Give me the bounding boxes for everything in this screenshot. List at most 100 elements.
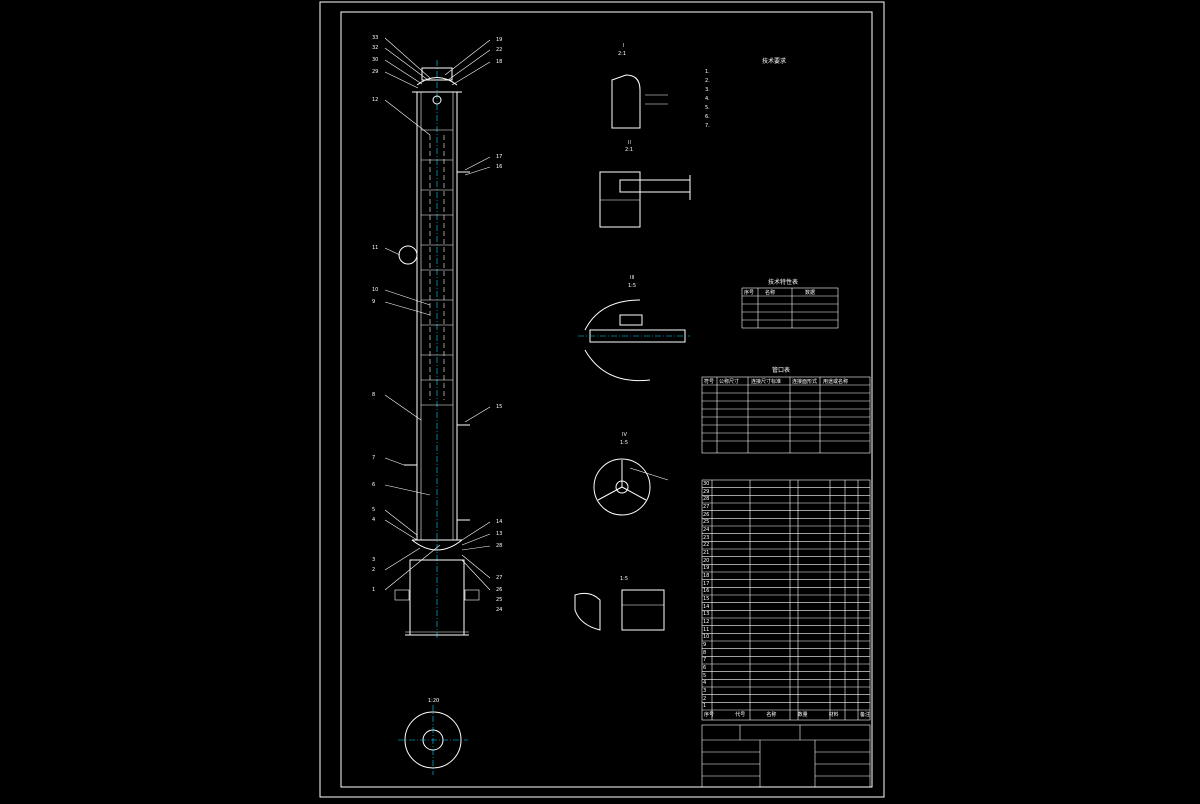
parts-row-number: 10 [703,634,710,641]
balloon-label: 30 [372,57,379,63]
balloon-label: 7 [372,455,376,461]
parts-row-number: 23 [703,534,710,541]
detail-vi-scale: 1:20 [428,698,440,704]
design-data-col-header: 数据 [805,290,816,296]
detail-iii-label: III [630,275,635,281]
balloon-label: 13 [496,531,503,537]
parts-row-number: 6 [703,665,707,672]
parts-row-number: 1 [703,703,707,710]
parts-row-number: 15 [703,596,710,603]
detail-view-vi [398,705,468,775]
parts-row-number: 26 [703,511,710,518]
balloon-label: 28 [496,543,503,549]
nozzle-col-header: 公称尺寸 [719,379,740,385]
nozzle-table-grid [701,376,871,454]
parts-row-number: 14 [703,603,710,610]
parts-footer-cell: 材料 [828,712,839,718]
detail-iv-label: IV [622,432,627,438]
balloon-label: 4 [372,517,376,523]
detail-iv-scale: 1:5 [620,440,629,446]
balloon-label: 6 [372,482,376,488]
detail-view-v [574,589,665,631]
tech-req-item: 1. [705,69,710,75]
detail-view-iii [578,299,690,382]
balloon-label: 27 [496,575,503,581]
tech-req-item: 7. [705,123,710,129]
parts-row-number: 17 [703,580,710,587]
parts-row-number: 30 [703,481,710,487]
parts-row-number: 18 [703,573,710,580]
tech-req-item: 2. [705,78,710,84]
nozzle-table-title: 管口表 [772,367,791,374]
parts-row-number: 19 [703,565,710,572]
balloon-label: 3 [372,557,376,563]
tech-req-item: 5. [705,105,710,111]
detail-iii-scale: 1:5 [628,283,637,289]
nozzle-col-header: 符号 [704,379,715,385]
tower-elevation [394,60,480,640]
nozzle-col-header: 用途或名称 [823,379,849,385]
parts-row-number: 29 [703,488,710,495]
balloon-label: 5 [372,507,376,513]
detail-view-iv [593,458,669,516]
parts-footer-cell: 数量 [797,712,808,718]
balloon-label: 24 [496,607,503,613]
balloon-label: 29 [372,69,379,75]
parts-row-number: 22 [703,542,710,549]
tech-requirements-list: 1. 2. 3. 4. 5. 6. 7. [705,68,865,131]
balloon-label: 8 [372,392,376,398]
balloon-label: 12 [372,97,379,103]
parts-row-number: 11 [703,626,710,633]
parts-list-grid [701,479,871,721]
design-data-table-grid [741,287,839,329]
balloon-label: 9 [372,299,376,305]
detail-i-scale: 2:1 [618,51,627,57]
parts-row-number: 13 [703,611,710,618]
balloon-label: 22 [496,47,503,53]
parts-footer-cell: 序号 [704,712,715,718]
parts-row-number: 16 [703,588,710,595]
tech-req-item: 6. [705,114,710,120]
parts-footer-cell: 代号 [735,712,746,718]
detail-view-i [611,74,668,129]
balloon-label: 2 [372,567,376,573]
balloon-label: 10 [372,287,379,293]
parts-row-number: 20 [703,557,710,564]
title-block [701,724,871,788]
balloon-label: 25 [496,597,503,603]
detail-v-scale: 1:5 [620,576,629,582]
parts-row-number: 28 [703,496,710,503]
balloon-label: 15 [496,404,503,410]
parts-row-number: 27 [703,504,710,511]
tech-req-item: 3. [705,87,710,93]
parts-row-number: 2 [703,695,707,702]
detail-ii-scale: 2:1 [625,147,634,153]
parts-footer-cell: 名称 [766,712,777,718]
parts-row-number: 24 [703,527,710,534]
balloon-label: 32 [372,45,379,51]
parts-row-number: 12 [703,619,710,626]
parts-row-number: 7 [703,657,707,664]
parts-row-number: 5 [703,672,707,679]
design-data-col-header: 序号 [744,290,755,296]
leader-lines-right [444,39,491,591]
balloon-label: 14 [496,519,503,525]
nozzle-col-header: 连接尺寸标准 [751,379,782,385]
sheet-inner-border [340,11,873,788]
parts-row-number: 9 [703,642,707,649]
parts-row-number: 25 [703,519,710,526]
parts-footer-cell: 备注 [859,712,870,718]
detail-i-label: I [623,43,625,49]
balloon-label: 19 [496,37,503,43]
detail-view-ii [599,171,691,228]
parts-row-number: 21 [703,550,710,557]
balloon-label: 17 [496,154,503,160]
balloon-label: 1 [372,587,376,593]
parts-list-footer: 序号 代号 名称 数量 材料 备注 [704,711,870,718]
tech-requirements-title: 技术要求 [762,58,787,65]
nozzle-col-header: 连接面形式 [792,379,818,385]
parts-row-number: 8 [703,649,707,656]
parts-row-number: 3 [703,688,707,695]
